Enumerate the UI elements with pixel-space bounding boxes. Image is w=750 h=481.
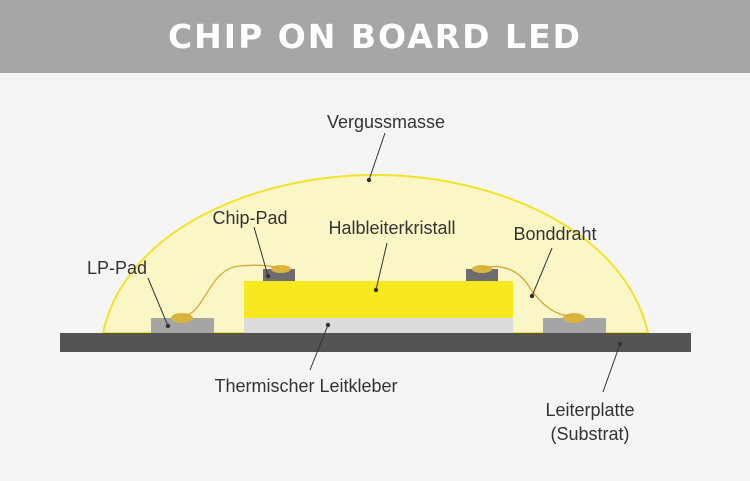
dot-chip-pad: [265, 273, 271, 279]
header-bar: CHIP ON BOARD LED: [0, 0, 750, 73]
leader-semiconductor: [375, 242, 388, 291]
dot-circuit-board: [617, 341, 623, 347]
label-bond-wire: Bonddraht: [513, 224, 596, 244]
leader-chip-pad: [253, 226, 269, 277]
label-semiconductor: Halbleiterkristall: [328, 218, 455, 238]
label-circuit-board-line1: Leiterplatte: [545, 400, 634, 420]
circuit-board: [60, 333, 691, 352]
dot-bond-wire: [529, 293, 535, 299]
label-circuit-board-line2: (Substrat): [550, 424, 629, 444]
leader-lp-pad: [147, 277, 169, 327]
page-title: CHIP ON BOARD LED: [167, 17, 583, 56]
solder-bump-chip-left: [271, 265, 291, 273]
label-thermal-adhesive: Thermischer Leitkleber: [214, 376, 397, 396]
dot-encapsulant: [366, 177, 372, 183]
chip-pad-right: [466, 269, 498, 281]
bond-wire-left: [181, 264, 280, 317]
solder-bump-pad-right: [563, 313, 585, 323]
solder-bump-chip-right: [472, 265, 492, 273]
thermal-adhesive: [244, 318, 513, 333]
bond-wire-right: [483, 265, 573, 317]
dot-lp-pad: [165, 323, 171, 329]
label-lp-pad: LP-Pad: [87, 258, 147, 278]
leader-thermal-adhesive: [309, 324, 329, 371]
label-chip-pad: Chip-Pad: [212, 208, 287, 228]
semiconductor-chip: [244, 281, 513, 318]
label-encapsulant: Vergussmasse: [327, 112, 445, 132]
dot-semiconductor: [373, 287, 379, 293]
leader-bond-wire: [531, 247, 553, 297]
leader-encapsulant: [368, 132, 386, 181]
lp-pad-right: [543, 318, 606, 333]
leader-circuit-board: [602, 343, 621, 393]
dot-thermal-adhesive: [325, 322, 331, 328]
